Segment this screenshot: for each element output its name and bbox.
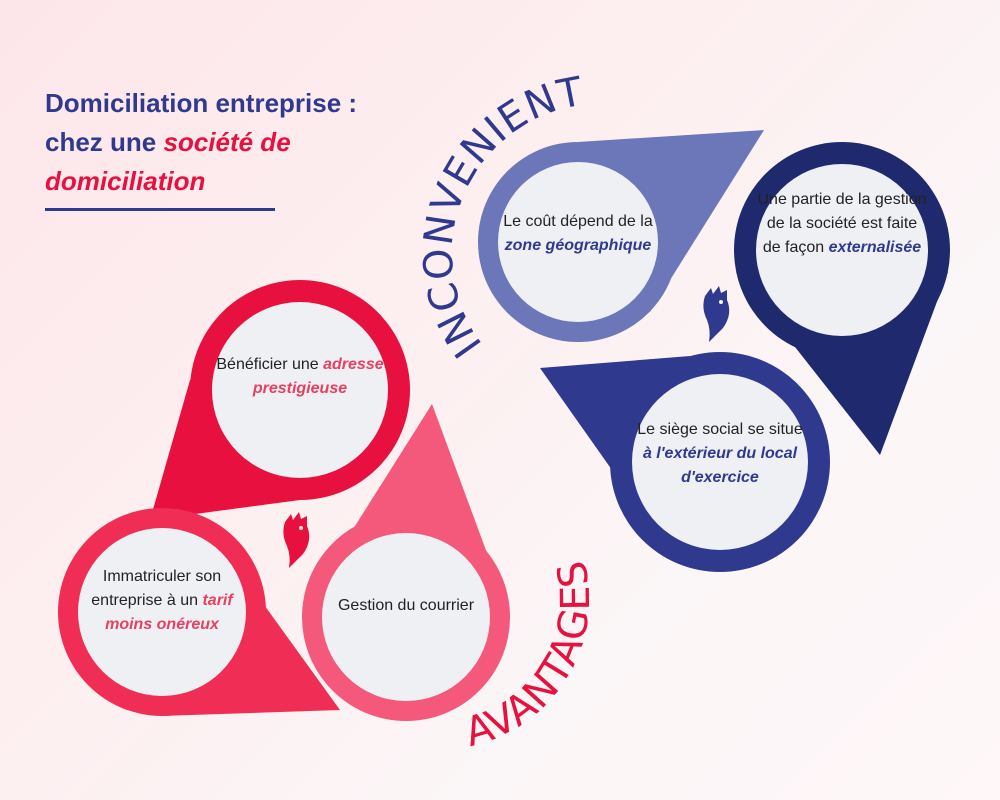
avantage-1-emphasis: adresse prestigieuse: [252, 356, 384, 397]
title-underline: [45, 208, 275, 211]
inconvenient-drop-1: [478, 130, 764, 342]
avantage-2-text: Immatriculer son entreprise à un: [91, 568, 222, 609]
avantage-text-2: Immatriculer son entreprise à un tarif m…: [77, 565, 247, 637]
avantage-1-text: Bénéficier une: [216, 356, 319, 373]
rooster-icon-blue: [703, 286, 730, 342]
inconvenient-drop-3: [540, 352, 830, 572]
inconvenient-1-text: Le coût dépend de la: [503, 213, 653, 230]
rooster-icon-red: [283, 512, 310, 568]
inconvenient-2-emphasis: externalisée: [828, 239, 922, 256]
inconvenient-1-emphasis: zone géographique: [504, 237, 652, 254]
inconvenient-2-text: Une partie de la gestion de la société e…: [757, 191, 927, 256]
avantage-2-emphasis: tarif moins onéreux: [105, 592, 233, 633]
avantage-drop-3: [302, 404, 510, 721]
title-line-3-highlight: domiciliation: [45, 166, 206, 196]
title-line-2-prefix: chez une: [45, 127, 164, 157]
inconvenient-drop-2: [734, 142, 950, 455]
title-line-1: Domiciliation entreprise :: [45, 88, 358, 118]
page-title: Domiciliation entreprise : chez une soci…: [45, 84, 465, 201]
avantage-drop-2: [58, 508, 340, 716]
avantage-drop-1: [150, 280, 410, 520]
inconvenient-text-3: Le siège social se situe à l'extérieur d…: [635, 418, 805, 490]
inconvenient-3-emphasis: à l'extérieur du local d'exercice: [642, 445, 798, 486]
avantage-text-1: Bénéficier une adresse prestigieuse: [215, 353, 385, 401]
inconvenient-text-2: Une partie de la gestion de la société e…: [757, 188, 927, 260]
inconvenient-3-text: Le siège social se situe: [637, 421, 803, 438]
avantage-3-text: Gestion du courrier: [337, 597, 475, 614]
title-line-2-highlight: société de: [163, 127, 291, 157]
inconvenient-text-1: Le coût dépend de la zone géographique: [493, 210, 663, 258]
avantage-text-3: Gestion du courrier: [321, 594, 491, 618]
